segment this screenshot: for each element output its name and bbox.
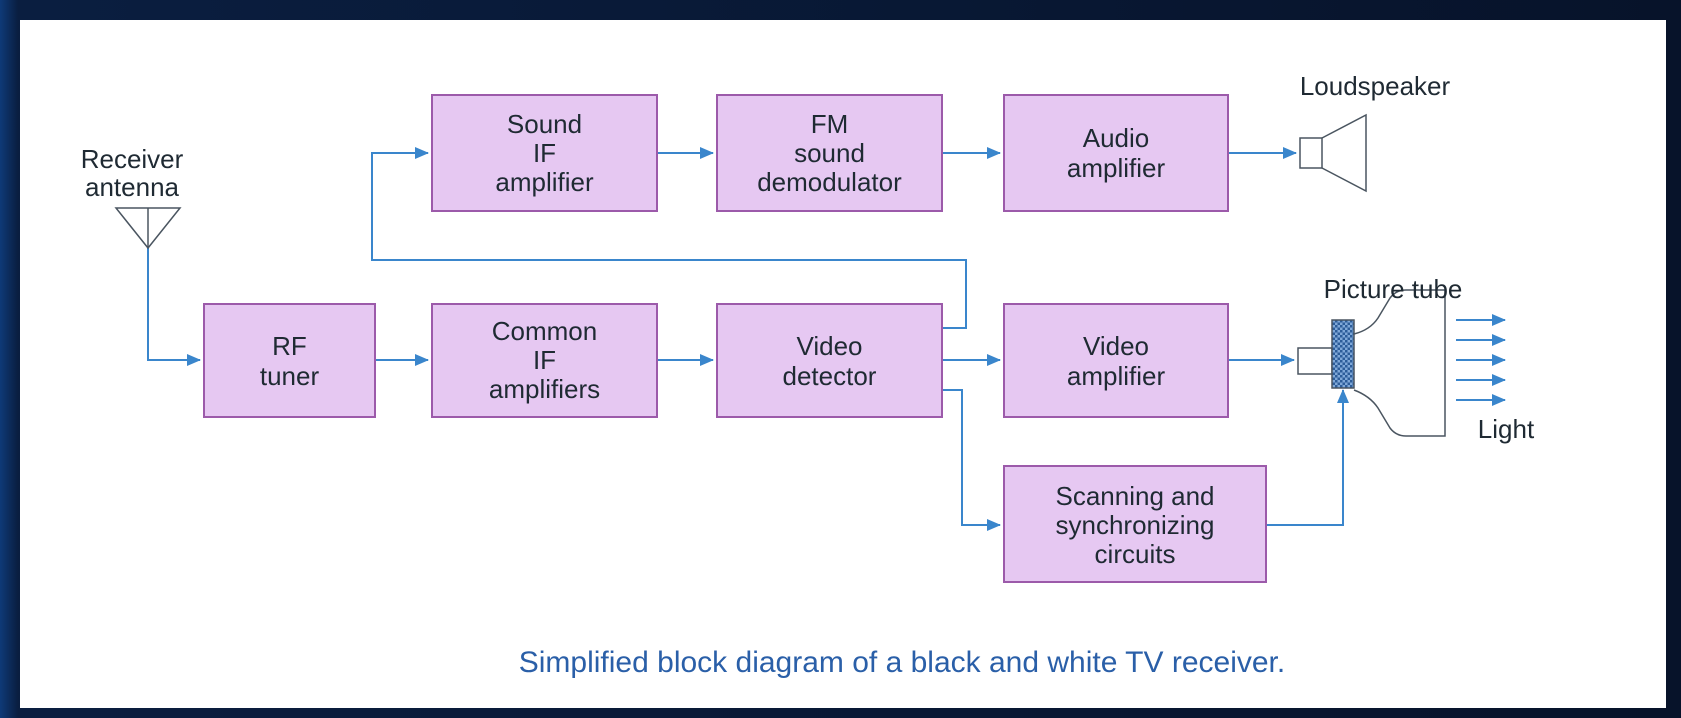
block-text: circuits bbox=[1095, 539, 1176, 569]
video-detector-block: Video detector bbox=[716, 303, 943, 418]
block-text: amplifier bbox=[1067, 153, 1166, 183]
diagram-caption: Simplified block diagram of a black and … bbox=[519, 646, 1285, 679]
block-text: Sound bbox=[507, 109, 582, 139]
block-text: IF bbox=[533, 138, 556, 168]
block-text: amplifier bbox=[495, 167, 594, 197]
light-label: Light bbox=[1478, 414, 1535, 444]
block-text: Scanning and bbox=[1055, 481, 1214, 511]
wire-antenna-to-rf-tuner bbox=[147, 248, 201, 366]
audio-amplifier-block: Audio amplifier bbox=[1003, 94, 1229, 212]
common-if-amplifiers-block: Common IF amplifiers bbox=[431, 303, 658, 418]
wire-video-detector-to-sound-if bbox=[371, 147, 967, 329]
video-amplifier-block: Video amplifier bbox=[1003, 303, 1229, 418]
scanning-sync-circuits-block: Scanning and synchronizing circuits bbox=[1003, 465, 1267, 583]
block-text: amplifier bbox=[1067, 361, 1166, 391]
wire-scanning-to-picture-tube bbox=[1266, 389, 1349, 526]
sound-if-amplifier-block: Sound IF amplifier bbox=[431, 94, 658, 212]
block-text: FM bbox=[811, 109, 849, 139]
block-text: Common bbox=[492, 316, 597, 346]
receiver-antenna-icon bbox=[114, 207, 182, 250]
signal-wires bbox=[147, 147, 1349, 531]
block-text: Video bbox=[796, 331, 862, 361]
loudspeaker-label: Loudspeaker bbox=[1300, 71, 1451, 101]
light-rays bbox=[1456, 314, 1506, 406]
rf-tuner-block: RF tuner bbox=[203, 303, 376, 418]
block-text: synchronizing bbox=[1056, 510, 1215, 540]
wire-video-detector-to-scanning bbox=[942, 389, 1001, 531]
block-text: detector bbox=[783, 361, 877, 391]
block-text: Audio bbox=[1083, 123, 1150, 153]
receiver-antenna-label: antenna bbox=[85, 172, 180, 202]
block-text: IF bbox=[533, 345, 556, 375]
block-text: RF bbox=[272, 331, 307, 361]
block-text: demodulator bbox=[757, 167, 902, 197]
block-text: sound bbox=[794, 138, 865, 168]
block-text: Video bbox=[1083, 331, 1149, 361]
block-text: amplifiers bbox=[489, 374, 600, 404]
picture-tube-label: Picture tube bbox=[1324, 274, 1463, 304]
block-text: tuner bbox=[260, 361, 320, 391]
picture-tube-icon bbox=[1297, 289, 1446, 437]
fm-sound-demodulator-block: FM sound demodulator bbox=[716, 94, 943, 212]
receiver-antenna-label: Receiver bbox=[81, 144, 184, 174]
loudspeaker-icon bbox=[1299, 113, 1367, 193]
